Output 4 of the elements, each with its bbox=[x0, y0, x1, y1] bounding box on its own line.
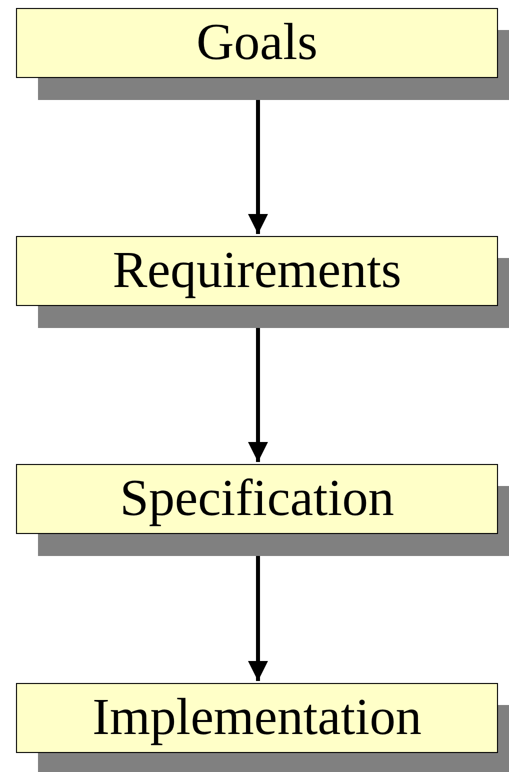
box-label: Requirements bbox=[112, 245, 402, 297]
box-label: Specification bbox=[120, 473, 394, 525]
box-label: Implementation bbox=[92, 692, 422, 744]
box-label: Goals bbox=[196, 17, 318, 69]
